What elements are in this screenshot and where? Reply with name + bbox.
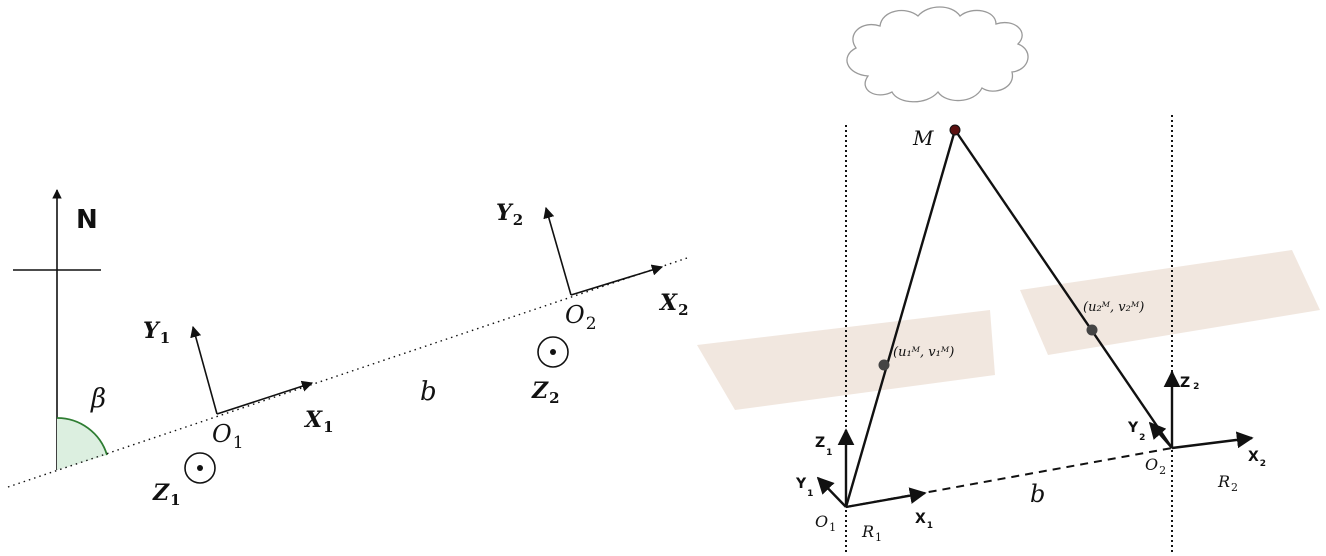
r-cam2-y-label: Y2	[1127, 420, 1145, 443]
cam2-z-out-icon	[537, 336, 569, 368]
r-cam1-x-label: X1	[915, 511, 933, 531]
r-cam1-origin-label: O1	[815, 512, 836, 534]
image-plane-2	[1020, 250, 1320, 355]
left-diagram: N β b X1 Y1 O1 Z1 X2 Y2 O2 Z2	[7, 189, 691, 509]
beta-angle-arc	[56, 417, 108, 456]
r-cam2-frame-label: R2	[1217, 472, 1238, 494]
cam2-x-label: X2	[658, 290, 689, 319]
baseline-dotted	[7, 256, 691, 488]
r-cam2-x-axis	[1171, 431, 1254, 450]
baseline-label-right: b	[1030, 480, 1045, 508]
r-cam1-z-label: Z1	[815, 435, 832, 458]
cam1-y-label: Y1	[143, 318, 170, 347]
cam2-x-axis	[570, 264, 664, 296]
projection-label-1: (u₁ᴹ, v₁ᴹ)	[893, 345, 954, 360]
cam1-z-out-icon	[184, 452, 216, 484]
cam2-y-label: Y2	[496, 200, 523, 229]
r-cam1-x-axis	[845, 487, 927, 509]
r-cam1-y-axis	[816, 476, 847, 508]
r-cam2-origin-label: O2	[1145, 455, 1166, 477]
cam1-x-axis	[216, 380, 314, 415]
cam2-y-axis	[543, 206, 572, 296]
r-cam1-frame-label: R1	[861, 522, 882, 544]
ray-to-cam1	[844, 129, 957, 508]
north-label: N	[76, 205, 98, 235]
r-cam2-y-axis	[1148, 421, 1173, 449]
baseline-label: b	[420, 377, 437, 407]
cam1-z-label: Z1	[152, 480, 181, 509]
beta-angle-sector	[57, 417, 107, 470]
right-diagram: b M (u₁ᴹ, v₁ᴹ) (u₂ᴹ, v₂ᴹ) Z1 Y1 X1 O1 R1…	[697, 6, 1320, 552]
cam1-x-label: X1	[303, 407, 334, 436]
cam2-z-label: Z2	[531, 378, 560, 407]
cloud-shape	[846, 6, 1029, 103]
point-m	[949, 124, 961, 136]
cam1-origin-label: O1	[212, 420, 244, 453]
point-m-label: M	[912, 126, 934, 150]
cam2-origin-label: O2	[565, 301, 597, 334]
ray-to-cam2	[954, 129, 1173, 449]
projection-point-2	[1086, 324, 1098, 336]
beta-label: β	[90, 384, 106, 414]
projection-label-2: (u₂ᴹ, v₂ᴹ)	[1083, 300, 1144, 315]
r-cam1-y-label: Y1	[795, 476, 813, 499]
r-cam2-x-label: X2	[1248, 449, 1266, 469]
projection-point-1	[878, 359, 890, 371]
cam1-y-axis	[190, 325, 218, 415]
